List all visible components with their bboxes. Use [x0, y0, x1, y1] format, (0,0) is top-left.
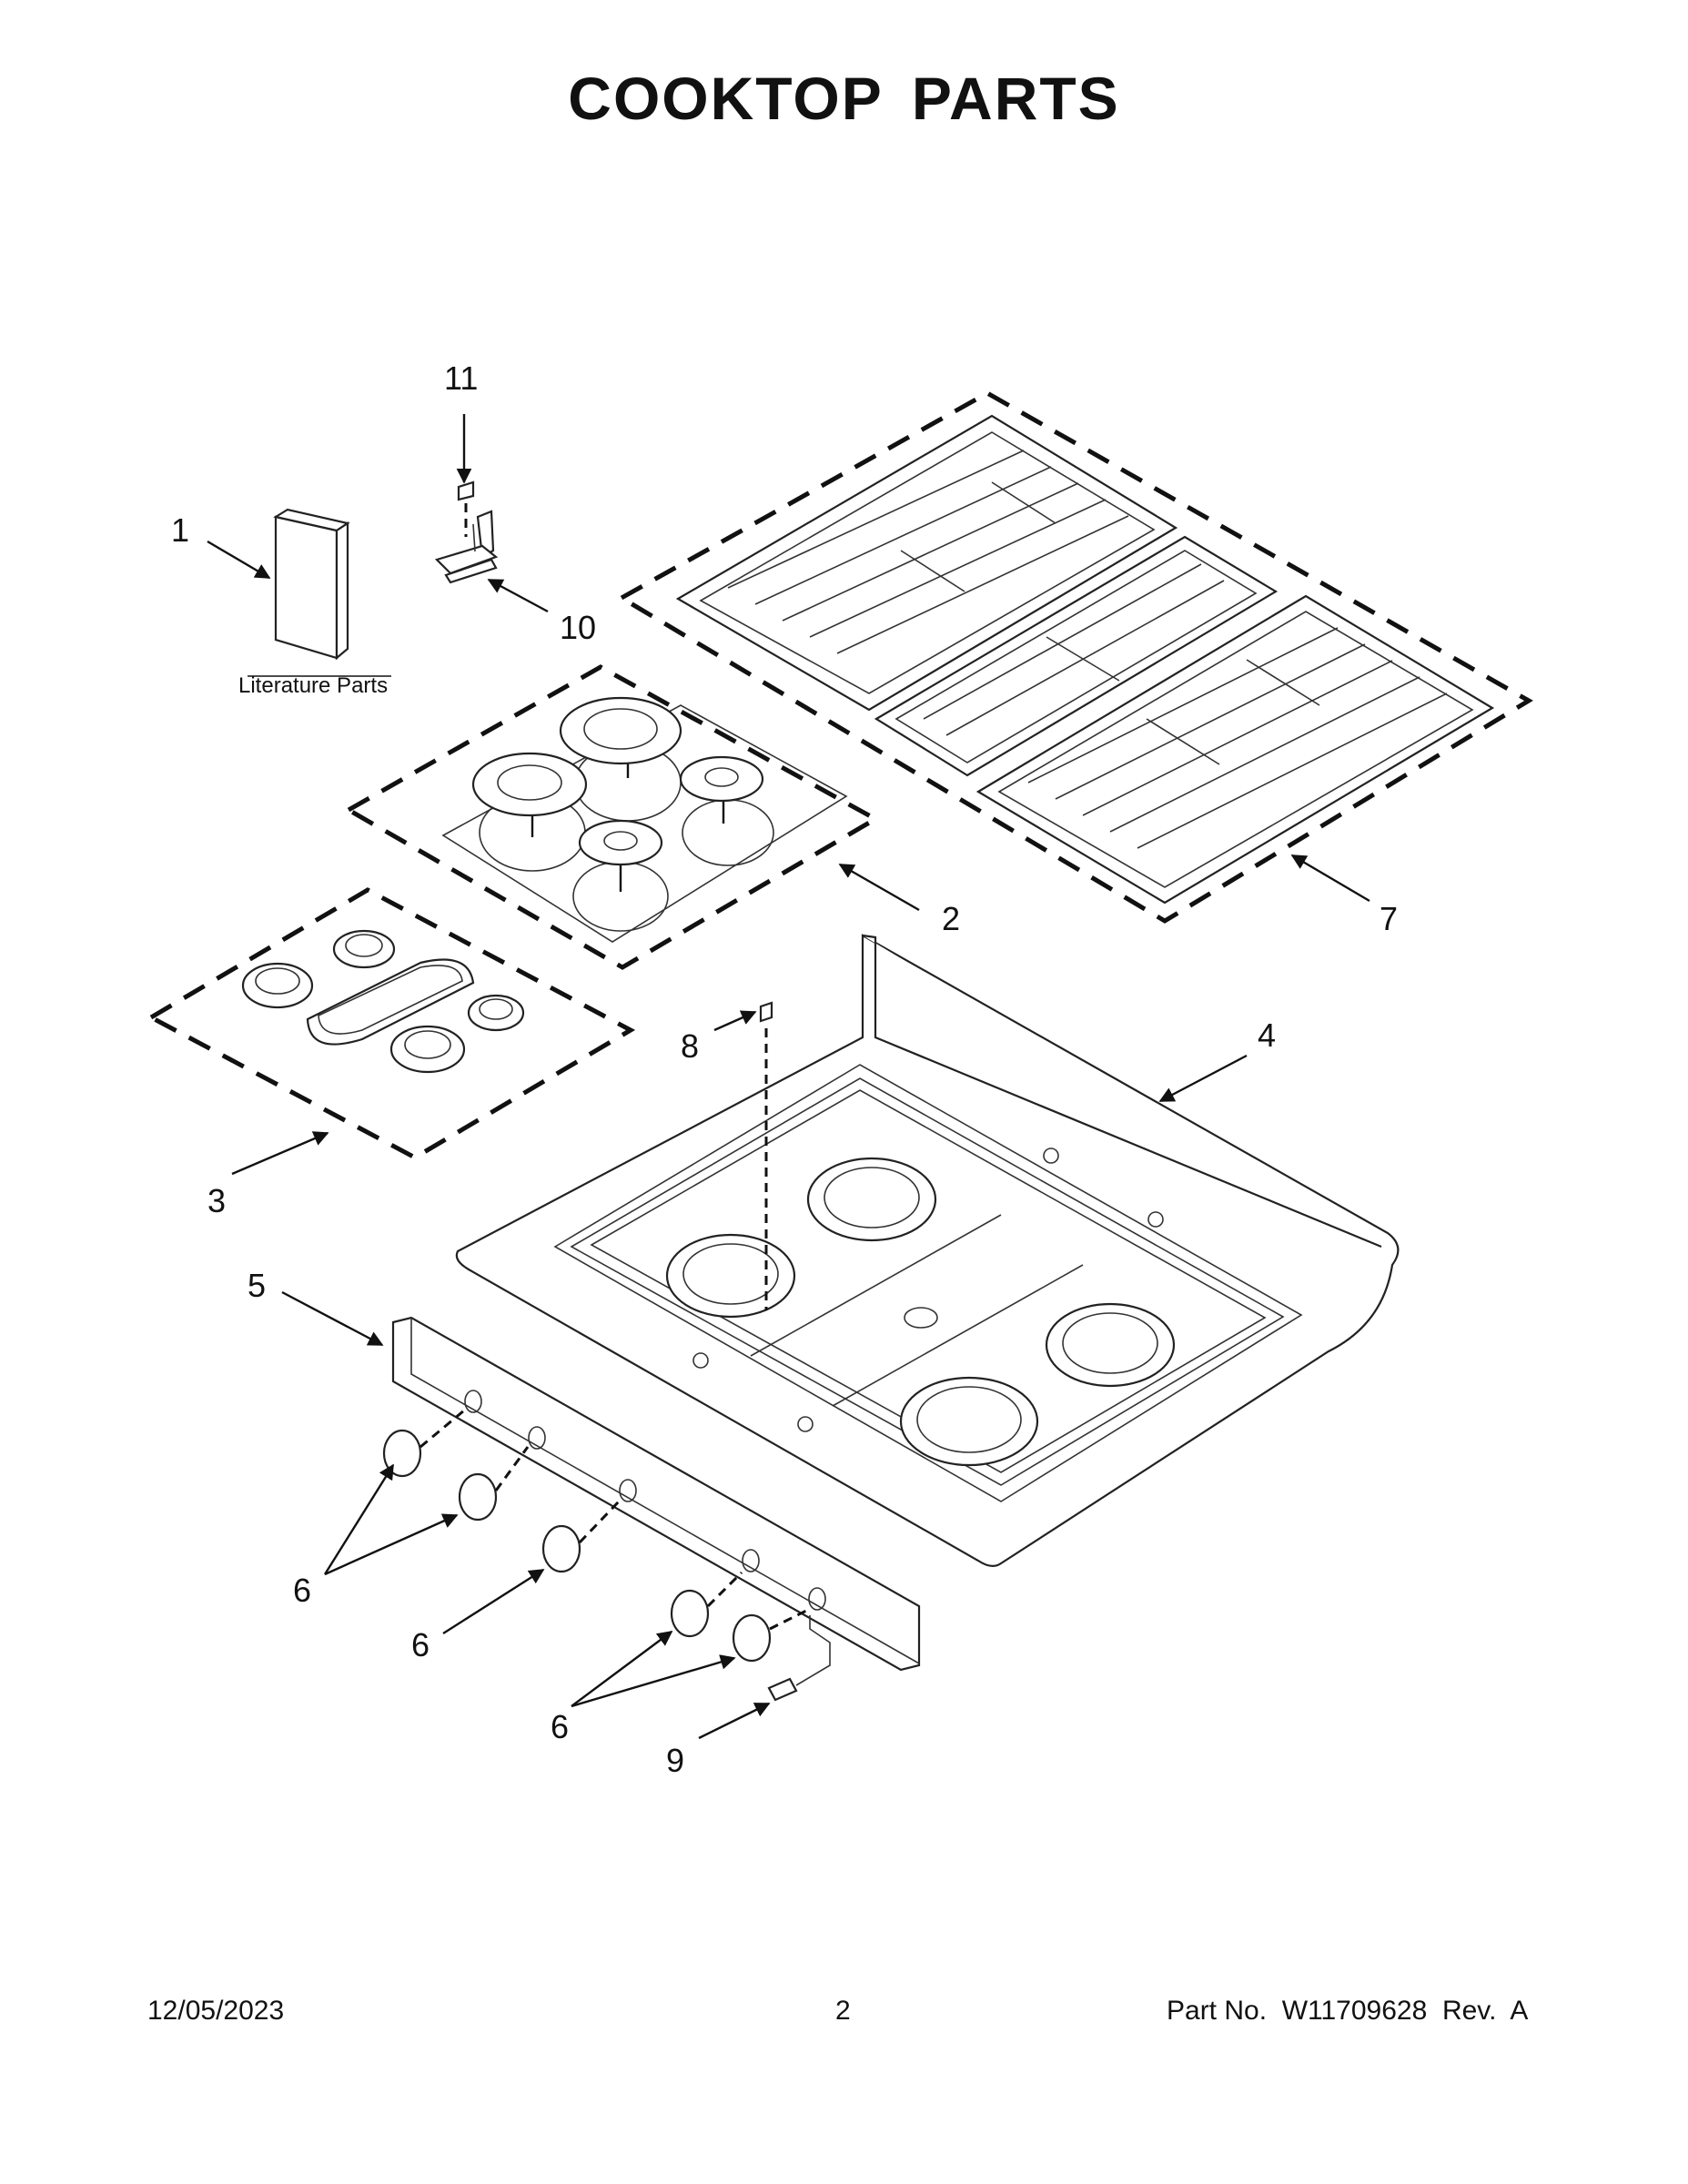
callout-2: 2 [942, 900, 960, 937]
callout-6b: 6 [411, 1626, 430, 1663]
burner-caps [441, 696, 848, 943]
callout-6c: 6 [551, 1708, 569, 1745]
footer-part-number: Part No. W11709628 Rev. A [1167, 1996, 1529, 2026]
footer-date: 12/05/2023 [147, 1996, 285, 2026]
callout-7: 7 [1380, 900, 1398, 937]
callout-11: 11 [444, 359, 478, 397]
burner-caps-group-outline [343, 664, 881, 970]
footer-page-number: 2 [835, 1996, 851, 2026]
callout-1: 1 [171, 511, 189, 549]
callout-leaders [207, 414, 1370, 1740]
callout-5: 5 [248, 1267, 266, 1304]
literature-booklet [273, 508, 350, 661]
callout-3: 3 [207, 1182, 226, 1219]
grate-front [975, 594, 1495, 905]
grate-middle [874, 535, 1279, 777]
cooktop-screw [759, 1001, 773, 1310]
bracket-with-screw [434, 480, 499, 584]
panel-screw [767, 1615, 831, 1702]
control-knobs [382, 1409, 811, 1663]
control-panel [391, 1316, 921, 1672]
grates-group-outline [616, 390, 1533, 924]
grate-rear [675, 414, 1178, 712]
callout-10: 10 [560, 609, 596, 646]
burner-heads-group-outline [146, 887, 636, 1160]
cooktop-main-top [455, 934, 1400, 1567]
page-title: COOKTOP PARTS [568, 65, 1120, 132]
literature-parts-label: Literature Parts [238, 673, 388, 698]
burner-heads [241, 929, 525, 1074]
callout-6a: 6 [293, 1572, 311, 1609]
callout-8: 8 [681, 1027, 699, 1065]
callout-4: 4 [1258, 1016, 1276, 1054]
callout-9: 9 [666, 1742, 684, 1779]
